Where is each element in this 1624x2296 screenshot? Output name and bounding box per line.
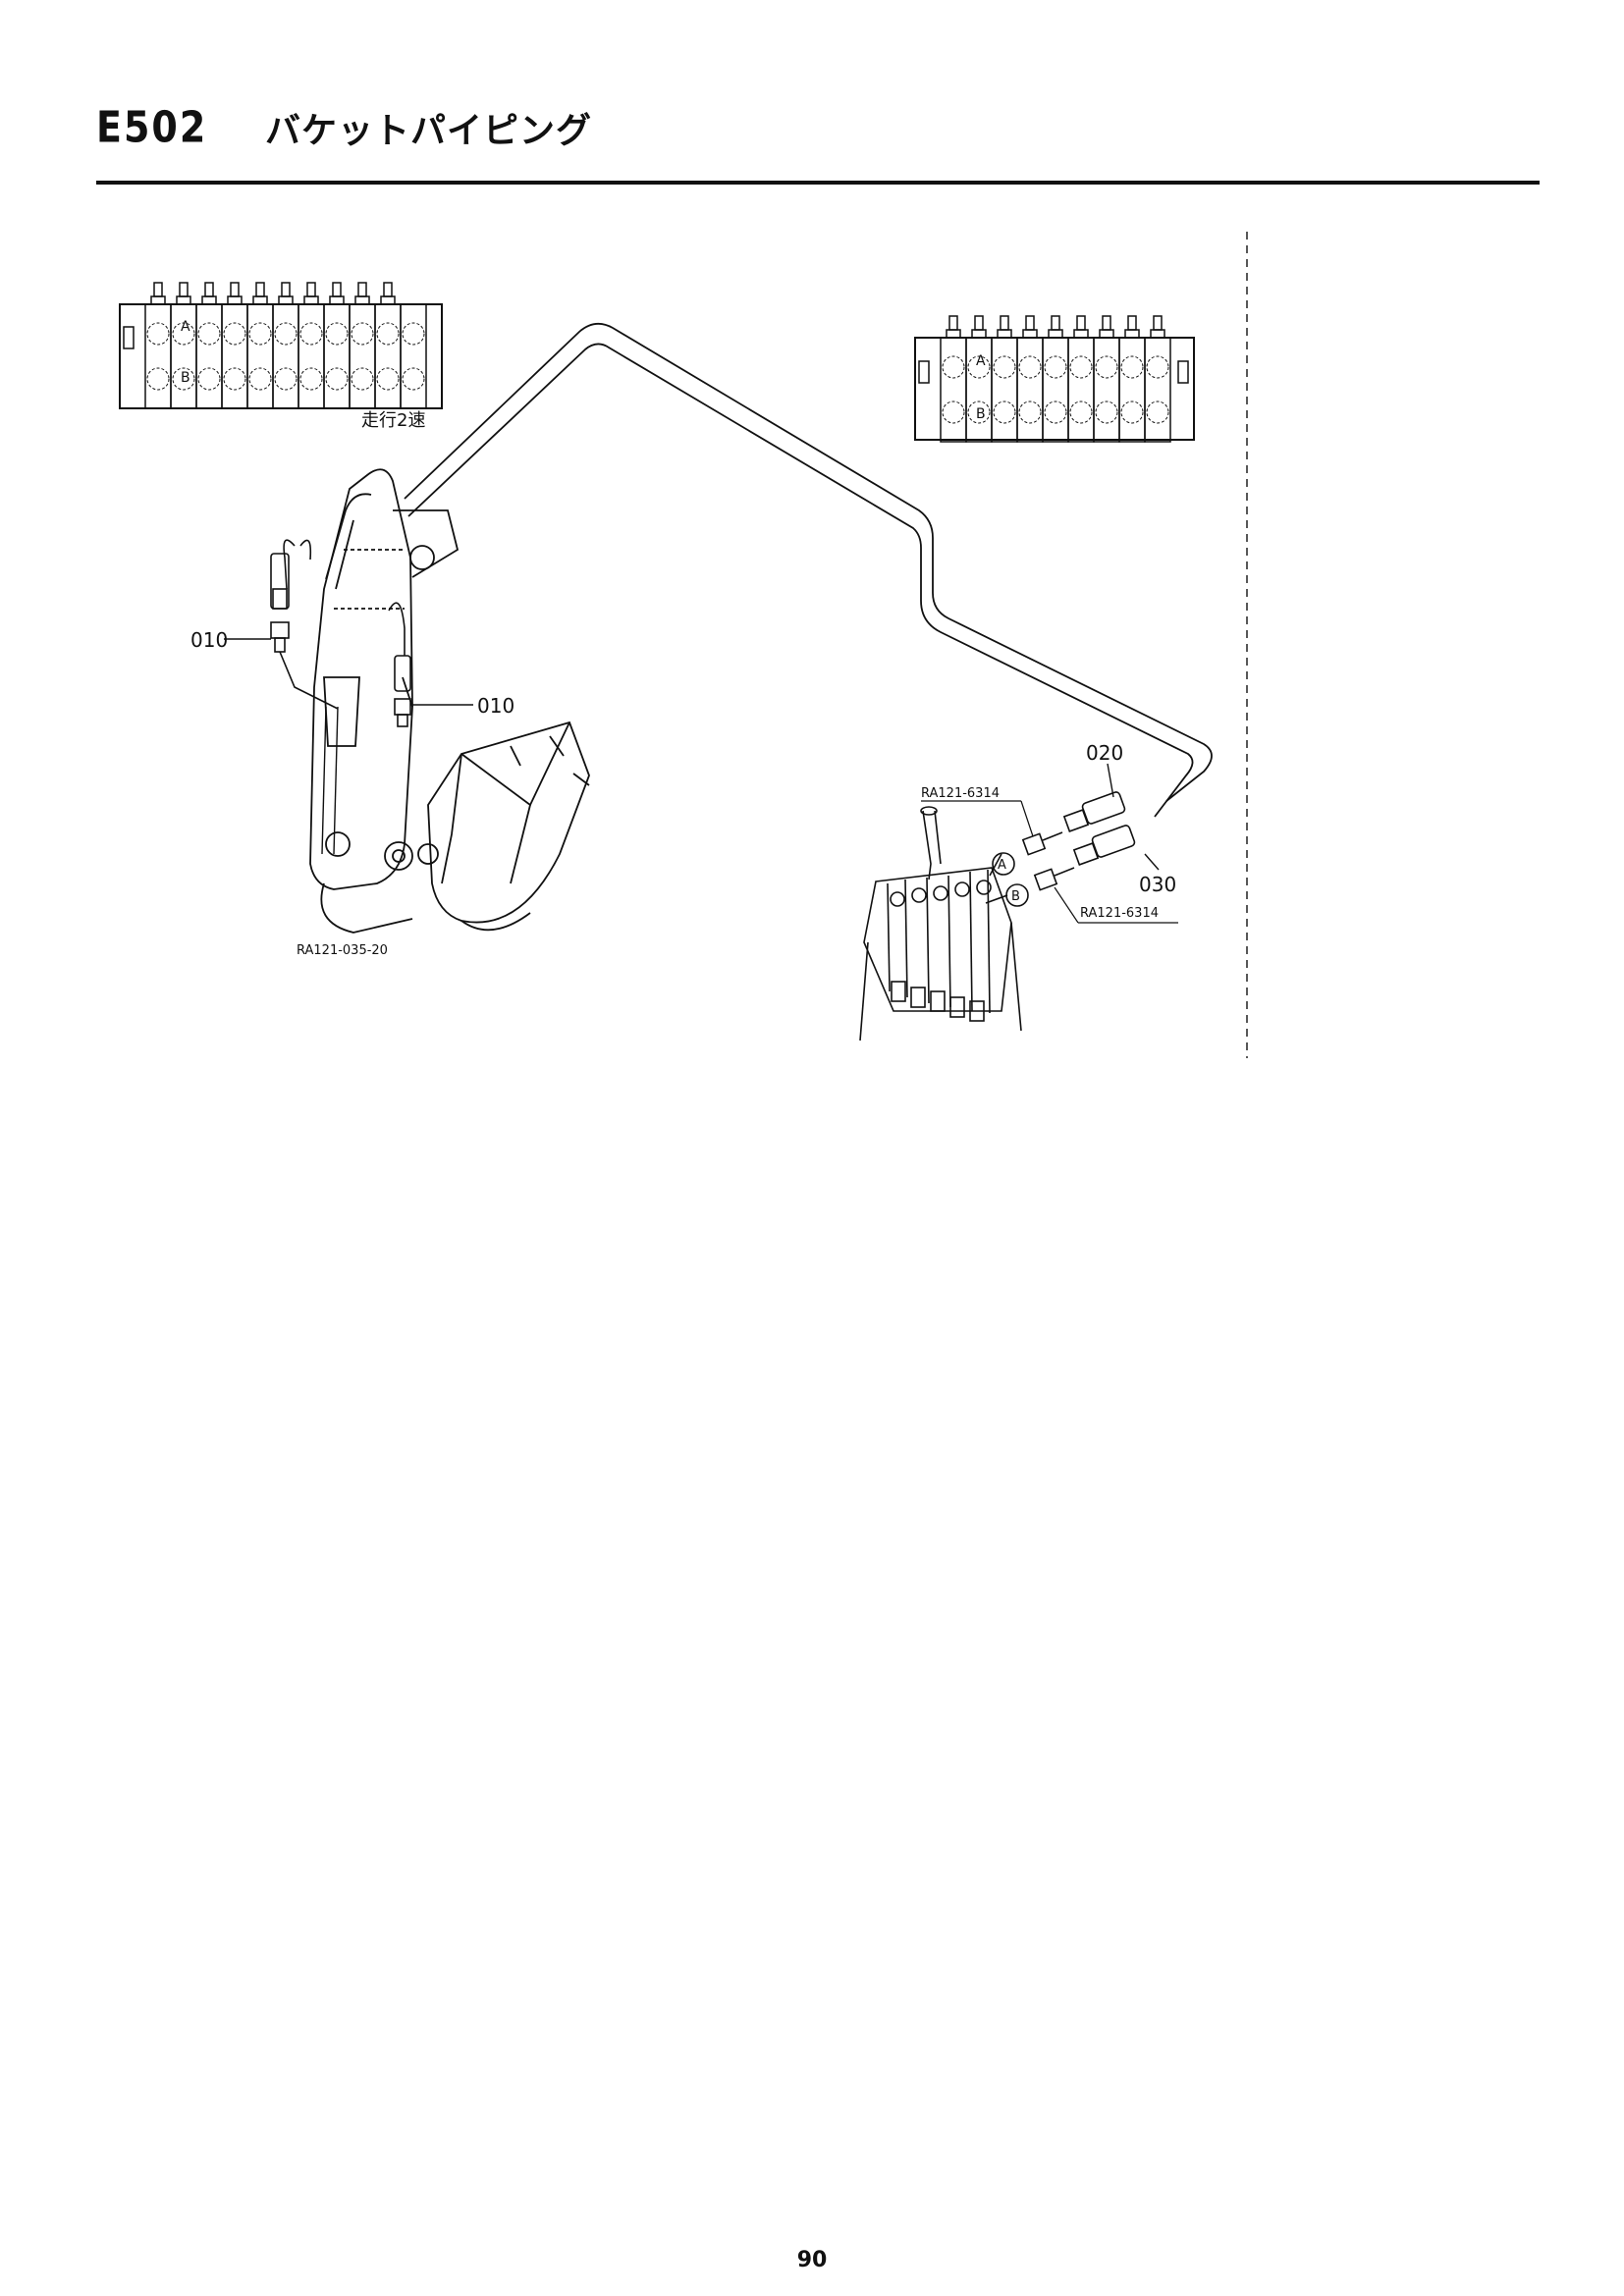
bucket — [427, 721, 590, 932]
panel-left-port-a: A — [181, 319, 190, 335]
callout-020: 020 — [1086, 741, 1123, 798]
callout-010-left-text: 010 — [190, 628, 228, 652]
excavator-arm — [309, 468, 460, 934]
drawing-reference: RA121-035-20 — [297, 943, 388, 958]
callout-port-a-text: A — [998, 858, 1006, 873]
valve-end-fittings — [985, 791, 1136, 907]
header-rule — [96, 181, 1540, 185]
panel-left-port-b: B — [181, 370, 190, 386]
callout-port-a: A — [998, 858, 1006, 873]
fitting-ref-upper-text: RA121-6314 — [921, 786, 1000, 801]
callout-030: 030 — [1139, 853, 1176, 896]
section-code: E502 — [96, 102, 208, 152]
panel-right-port-b: B — [976, 406, 986, 422]
valve-panel-right: A B — [914, 315, 1195, 443]
panel-right-port-a: A — [976, 353, 986, 369]
callout-port-b: B — [1011, 889, 1020, 904]
callout-010-right: 010 — [412, 694, 514, 718]
travel-speed-label: 走行2速 — [361, 410, 425, 431]
page-header: E502 バケットパイピング — [96, 94, 1540, 183]
fitting-ref-lower-text: RA121-6314 — [1080, 906, 1159, 921]
callout-010-right-text: 010 — [477, 694, 514, 718]
callout-port-b-text: B — [1011, 889, 1020, 904]
page-number: 90 — [796, 2248, 828, 2272]
callout-010-left: 010 — [190, 628, 271, 652]
callout-020-text: 020 — [1086, 741, 1123, 765]
callout-030-text: 030 — [1139, 873, 1176, 896]
page-title: バケットパイピング — [265, 111, 593, 151]
control-valve-block — [859, 806, 1022, 1041]
callout-ra121-6314-lower: RA121-6314 — [1054, 886, 1178, 924]
bucket-piping-diagram: A B 走行2速 A B — [119, 232, 1248, 1058]
valve-panel-left: A B 走行2速 — [119, 282, 443, 431]
callout-ra121-6314-upper: RA121-6314 — [921, 786, 1034, 837]
left-fitting-assembly — [270, 539, 339, 710]
bucket-hose-pair — [404, 322, 1213, 818]
right-fitting-assembly — [388, 602, 411, 727]
